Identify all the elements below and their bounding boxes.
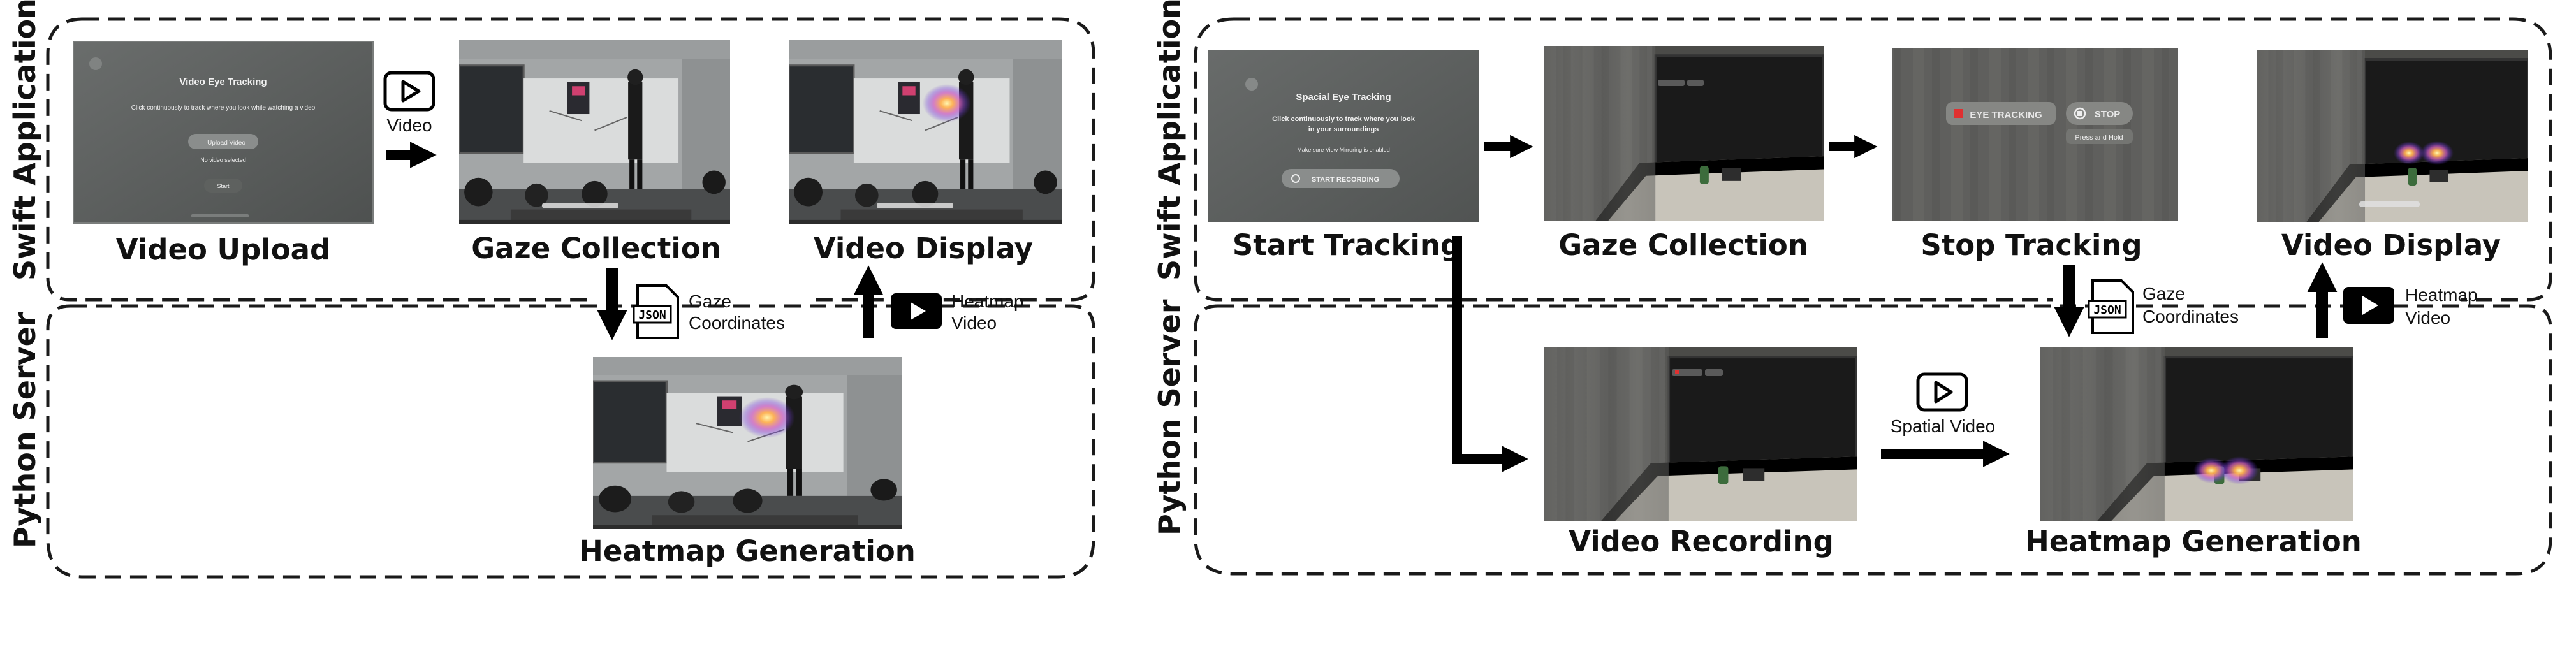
right-json-file-icon: JSON: [2088, 279, 2134, 334]
video-upload-thumbnail: Video Eye Tracking Click continuously to…: [73, 41, 374, 224]
start-recording-button[interactable]: [1282, 169, 1400, 188]
start-screen-title: Spacial Eye Tracking: [1296, 92, 1391, 103]
left-panel: Swift Application Python Server Video Ey…: [8, 0, 1095, 579]
stage-right-gaze-collection: Gaze Collection: [1558, 228, 1808, 262]
stage-video-recording: Video Recording: [1569, 525, 1834, 558]
start-screen-note: Make sure View Mirroring is enabled: [1297, 147, 1389, 153]
stage-stop-tracking: Stop Tracking: [1921, 228, 2142, 262]
stage-left-video-display: Video Display: [814, 231, 1033, 265]
press-hold-label: Press and Hold: [2075, 134, 2123, 142]
right-gaze-coords-line2: Coordinates: [2142, 307, 2239, 326]
stage-right-heatmap-generation: Heatmap Generation: [2025, 525, 2362, 558]
upload-screen-subtitle: Click continuously to track where you lo…: [131, 105, 316, 112]
json-badge-label: JSON: [638, 309, 666, 322]
start-screen-subtitle-1: Click continuously to track where you lo…: [1272, 115, 1416, 123]
json-file-icon: JSON: [633, 284, 679, 339]
video-arrow-label: Video: [386, 115, 432, 135]
right-heatmap-video-line1: Heatmap: [2405, 285, 2478, 305]
spatial-video-label: Spatial Video: [1891, 416, 1996, 436]
right-json-badge-label: JSON: [2093, 303, 2121, 317]
play-badge-icon: [891, 293, 942, 329]
start-button[interactable]: [204, 178, 242, 193]
start-screen-subtitle-2: in your surroundings: [1308, 126, 1379, 133]
left-heatmap-video-line1: Heatmap: [951, 291, 1024, 311]
right-gaze-thumbnail: [1544, 46, 1824, 221]
right-play-badge-icon: [2343, 287, 2394, 324]
left-swift-label: Swift Application: [8, 0, 42, 280]
upload-video-button[interactable]: [188, 134, 258, 149]
left-python-region: [46, 304, 1095, 579]
left-display-thumbnail: [789, 40, 1062, 224]
left-gaze-coords-line1: Gaze: [689, 291, 731, 311]
right-display-thumbnail: [2257, 50, 2528, 222]
stage-left-gaze-collection: Gaze Collection: [471, 231, 721, 265]
stage-left-heatmap-generation: Heatmap Generation: [579, 534, 916, 568]
start-button-label: Start: [217, 183, 230, 189]
left-python-label: Python Server: [8, 312, 42, 548]
right-swift-region: [1234, 17, 2552, 302]
start-to-recording-arrow: [1452, 236, 1528, 472]
upload-status: No video selected: [200, 157, 246, 163]
right-swift-region-left: [1194, 17, 2053, 302]
left-swift-region-left: [46, 17, 593, 302]
start-tracking-thumbnail: Spacial Eye Tracking Click continuously …: [1208, 50, 1479, 222]
right-panel: Swift Application Python Server Spacial …: [1152, 0, 2552, 576]
stop-tracking-thumbnail: EYE TRACKING STOP Press and Hold: [1892, 48, 2178, 221]
video-recording-thumbnail: [1544, 347, 1857, 521]
spatial-play-icon: [1916, 372, 1968, 412]
eye-tracking-label: EYE TRACKING: [1970, 110, 2042, 120]
right-heatmap-thumbnail: [2040, 347, 2353, 521]
upload-video-button-label: Upload Video: [207, 140, 245, 147]
stop-button[interactable]: [2066, 102, 2133, 125]
stop-button-label: STOP: [2095, 109, 2121, 120]
right-heatmap-video-line2: Video: [2405, 308, 2450, 328]
stage-start-tracking: Start Tracking: [1233, 228, 1461, 262]
right-python-region: [1194, 304, 2552, 576]
eye-tracking-pill: [1946, 102, 2056, 125]
left-gaze-thumbnail: [459, 40, 730, 224]
play-icon: [383, 71, 435, 112]
left-heatmap-video-line2: Video: [951, 313, 997, 333]
left-heatmap-thumbnail: [593, 357, 902, 529]
right-gaze-coords-line1: Gaze: [2142, 284, 2185, 303]
stage-video-upload: Video Upload: [116, 233, 330, 266]
left-gaze-coords-line2: Coordinates: [689, 313, 785, 333]
stage-right-video-display: Video Display: [2281, 228, 2501, 262]
left-swift-region: [83, 17, 1095, 302]
right-swift-label: Swift Application: [1152, 0, 1187, 280]
upload-screen-title: Video Eye Tracking: [179, 76, 267, 87]
start-recording-label: START RECORDING: [1312, 176, 1379, 184]
right-python-label: Python Server: [1152, 299, 1187, 536]
